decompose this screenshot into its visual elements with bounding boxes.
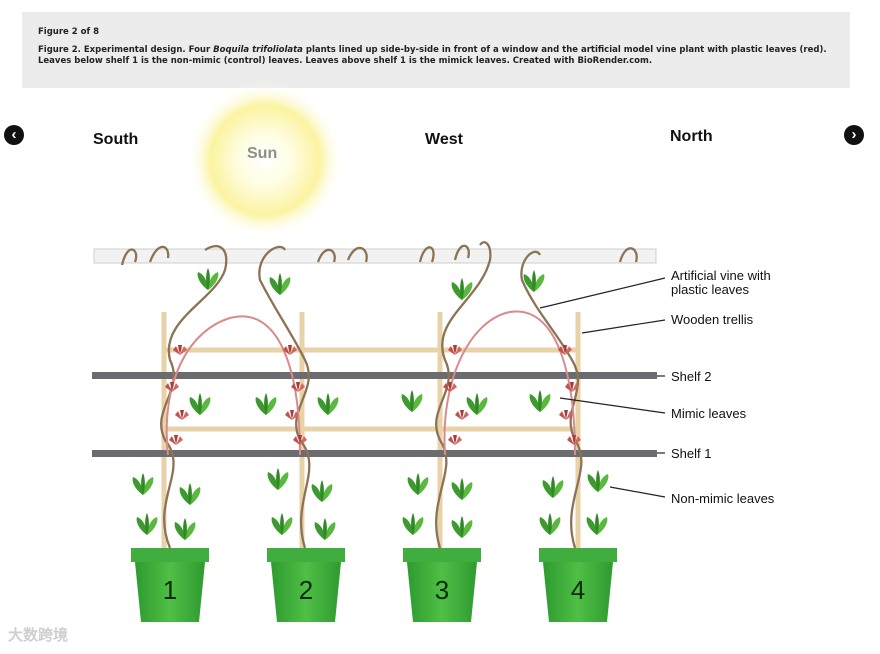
pot-1 xyxy=(131,548,209,622)
window-bar xyxy=(93,248,657,264)
pot-3 xyxy=(403,548,481,622)
previous-figure-button[interactable]: ‹ xyxy=(4,125,24,145)
pot-number-1: 1 xyxy=(162,575,178,605)
artificial-vine xyxy=(165,310,576,456)
label-artificial-vine-line1: Artificial vine with xyxy=(671,268,771,283)
label-shelf-1: Shelf 1 xyxy=(671,446,712,461)
chevron-left-icon: ‹ xyxy=(11,126,17,143)
figure-caption-panel: Figure 2 of 8 Figure 2. Experimental des… xyxy=(22,12,850,88)
label-shelf-2: Shelf 2 xyxy=(671,369,712,384)
chevron-right-icon: › xyxy=(851,126,857,143)
figure-caption: Figure 2. Experimental design. Four Boqu… xyxy=(38,45,828,67)
caption-species: Boquila trifoliolata xyxy=(213,45,303,55)
label-leader-lines xyxy=(539,277,666,498)
pot-number-3: 3 xyxy=(434,575,450,605)
wooden-trellis xyxy=(161,312,581,548)
label-wooden-trellis: Wooden trellis xyxy=(671,312,754,327)
next-figure-button[interactable]: › xyxy=(844,125,864,145)
non-mimic-leaves xyxy=(132,468,609,540)
mimic-leaves xyxy=(189,268,551,415)
shelf-1 xyxy=(92,450,657,457)
caption-prefix: Figure 2. Experimental design. Four xyxy=(38,45,214,55)
label-mimic-leaves: Mimic leaves xyxy=(671,406,747,421)
pot-4 xyxy=(539,548,617,622)
shelf-2 xyxy=(92,372,657,379)
direction-north: North xyxy=(670,128,713,145)
sun-glow xyxy=(187,82,343,238)
direction-south: South xyxy=(93,131,139,148)
sun-label: Sun xyxy=(247,145,278,162)
caption-suffix: plants lined up side-by-side in front of… xyxy=(38,45,827,66)
plant-vines xyxy=(120,241,638,549)
pot-number-2: 2 xyxy=(298,575,314,605)
direction-west: West xyxy=(425,131,463,148)
label-artificial-vine-line2: plastic leaves xyxy=(671,282,750,297)
label-non-mimic-leaves: Non-mimic leaves xyxy=(671,491,775,506)
figure-counter: Figure 2 of 8 xyxy=(38,27,100,37)
pot-2 xyxy=(267,548,345,622)
pots xyxy=(131,548,617,622)
watermark: 大数跨境 xyxy=(8,627,69,644)
label-artificial-vine: Artificial vine with plastic leaves xyxy=(671,269,771,297)
pot-number-4: 4 xyxy=(570,575,586,605)
